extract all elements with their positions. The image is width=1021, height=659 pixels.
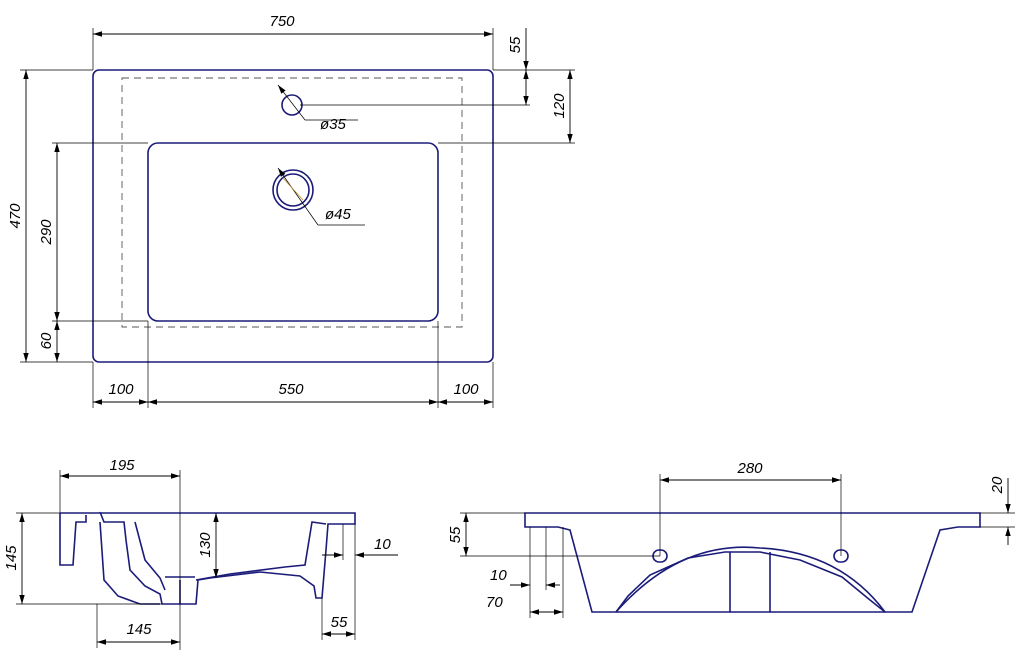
hidden-contour — [121, 77, 463, 328]
dim-back-to-drain: 195 — [109, 457, 135, 474]
dim-drain-offset: 145 — [126, 621, 152, 638]
dim-top-thickness: 20 — [989, 476, 1006, 494]
label-tap-hole-diameter: ø35 — [320, 116, 347, 133]
dim-side-height: 55 — [447, 526, 464, 543]
label-drain-diameter: ø45 — [325, 206, 352, 223]
front-profile — [524, 512, 981, 613]
dim-front-apron: 55 — [331, 614, 348, 631]
dim-edge-to-tap-hole: 55 — [507, 36, 524, 53]
dim-edge-to-bowl: 120 — [551, 93, 568, 119]
front-view: 280 20 55 10 70 — [447, 460, 1015, 618]
dim-bowl-depth: 290 — [38, 219, 55, 246]
dim-leg-offset: 70 — [486, 594, 503, 611]
dim-depth-overall: 470 — [7, 203, 24, 229]
dim-total-height: 145 — [3, 545, 20, 571]
dim-bowl-width: 550 — [278, 381, 304, 398]
side-view: 195 145 130 10 145 55 — [3, 457, 398, 650]
dim-front-rim: 60 — [38, 332, 55, 349]
dim-lip: 10 — [374, 536, 391, 553]
dim-right-rim: 100 — [453, 381, 479, 398]
sink-outline — [92, 69, 494, 363]
dim-width-overall: 750 — [269, 13, 295, 30]
dim-mount-holes-spacing: 280 — [736, 460, 763, 477]
bowl-outline — [147, 142, 439, 322]
top-view: 750 55 120 470 290 60 ø35 ø45 100 5 — [7, 13, 575, 408]
dim-edge-inset: 10 — [490, 567, 507, 584]
drain-hole — [272, 169, 314, 211]
dim-bowl-depth-side: 130 — [197, 532, 214, 558]
dim-left-rim: 100 — [108, 381, 134, 398]
